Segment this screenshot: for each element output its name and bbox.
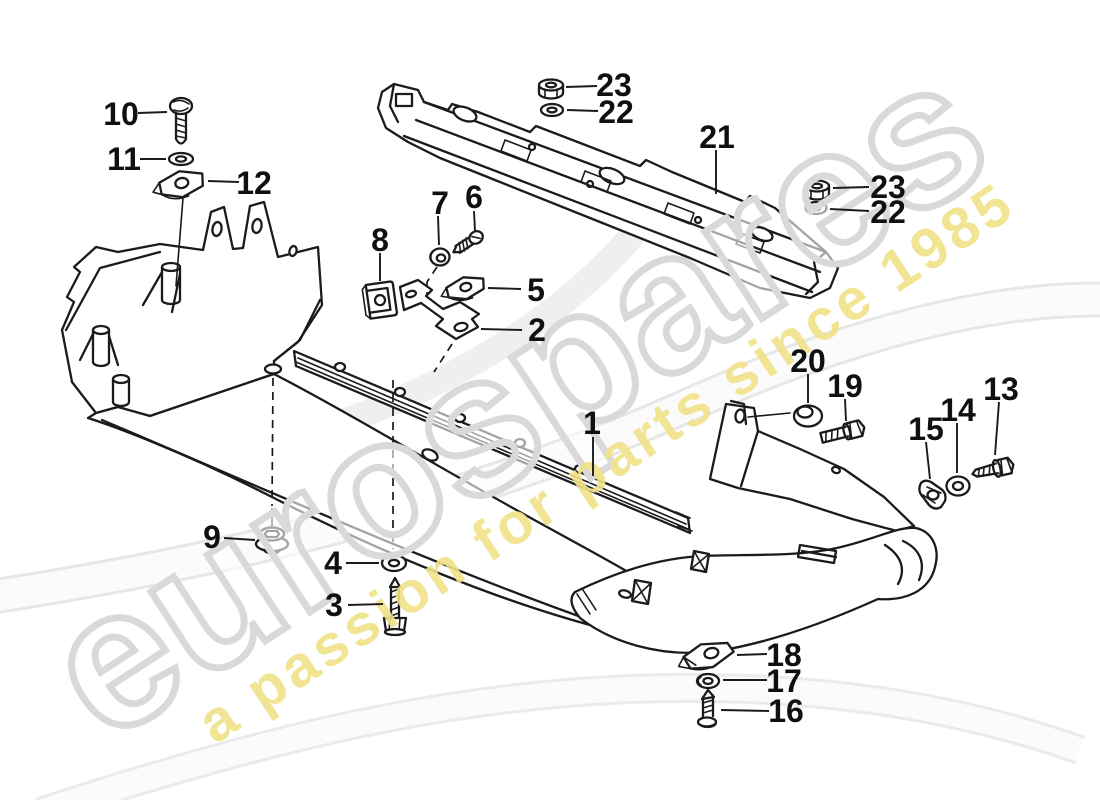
support-bar-part21	[376, 82, 840, 300]
clip-nut-part12	[152, 170, 204, 200]
callout-number-16: 16	[768, 693, 804, 729]
callout-number-11: 11	[107, 141, 141, 177]
callout-number-5: 5	[527, 272, 545, 308]
mounting-boss	[78, 324, 120, 368]
washer-part22-upper	[539, 102, 565, 118]
bracket-part2	[398, 278, 481, 341]
bolt-part19	[819, 419, 866, 444]
callout-number-1: 1	[583, 405, 601, 441]
callout-number-22: 22	[870, 194, 906, 230]
washer-part4	[380, 553, 408, 573]
callout-number-20: 20	[790, 343, 826, 379]
callout-leader-22	[829, 208, 870, 212]
bumper-corner-piece	[570, 526, 938, 655]
clip-nut-part18	[677, 641, 735, 671]
callout-number-22: 22	[598, 94, 634, 130]
washer-part7	[429, 247, 451, 267]
screw-part16	[696, 688, 718, 729]
clip-nut-part5	[440, 276, 485, 302]
side-member-plate	[708, 399, 916, 533]
callout-layer: 1234567891011121314151617181920212223222…	[103, 67, 1019, 729]
callout-number-2: 2	[528, 312, 546, 348]
washer-part14	[945, 475, 971, 497]
clip-part8	[361, 280, 399, 320]
screw-part3	[382, 576, 408, 637]
hex-nut-part23-right	[803, 179, 831, 201]
callout-leader-6	[473, 210, 476, 232]
callout-number-15: 15	[908, 411, 944, 447]
callout-leader-22	[566, 109, 599, 112]
mounting-post	[689, 549, 711, 574]
clip-part15	[918, 479, 947, 510]
callout-leader-19	[844, 398, 847, 422]
callout-leader-15	[925, 441, 931, 480]
callout-number-14: 14	[940, 392, 976, 428]
callout-number-8: 8	[371, 222, 389, 258]
callout-leader-12	[207, 180, 240, 183]
callout-leader-23	[832, 186, 870, 189]
hex-nut-part23-upper	[537, 78, 565, 100]
guide-lines	[175, 197, 791, 529]
mounting-boss	[111, 373, 131, 408]
screw-part10	[168, 96, 194, 145]
callout-leader-16	[720, 709, 770, 712]
callout-number-7: 7	[431, 185, 449, 221]
callout-leader-10	[137, 111, 168, 114]
callout-leader-7	[437, 215, 440, 246]
mounting-post	[630, 578, 653, 606]
screw-part13	[971, 456, 1015, 478]
callout-leader-9	[223, 537, 256, 541]
callout-number-12: 12	[236, 165, 272, 201]
callout-number-19: 19	[827, 368, 863, 404]
callout-number-13: 13	[983, 371, 1019, 407]
callout-leader-2	[480, 328, 523, 331]
callout-number-23: 23	[596, 67, 632, 103]
callout-leader-5	[487, 287, 522, 290]
callout-number-23: 23	[870, 169, 906, 205]
washer-part22-right	[804, 200, 828, 216]
callout-leader-23	[565, 85, 598, 88]
assembly-guide-dashed	[271, 266, 453, 549]
callout-number-10: 10	[103, 96, 139, 132]
callout-number-17: 17	[766, 663, 802, 699]
flanged-nut-part20	[792, 404, 824, 428]
watermark-swoosh	[0, 192, 1100, 800]
washer-part11	[167, 151, 195, 167]
callout-number-9: 9	[203, 519, 221, 555]
callout-number-3: 3	[325, 587, 343, 623]
washer-part17	[695, 672, 721, 690]
callout-leader-18	[736, 653, 768, 656]
mounting-boss	[141, 261, 182, 314]
screw-part6	[452, 230, 484, 254]
callout-leader-3	[347, 603, 384, 606]
grommet-nut-part9	[254, 526, 290, 555]
callout-number-4: 4	[324, 545, 342, 581]
callout-number-18: 18	[766, 637, 802, 673]
callout-leader-13	[994, 401, 1000, 456]
callout-number-6: 6	[465, 179, 483, 215]
callout-number-21: 21	[699, 119, 735, 155]
